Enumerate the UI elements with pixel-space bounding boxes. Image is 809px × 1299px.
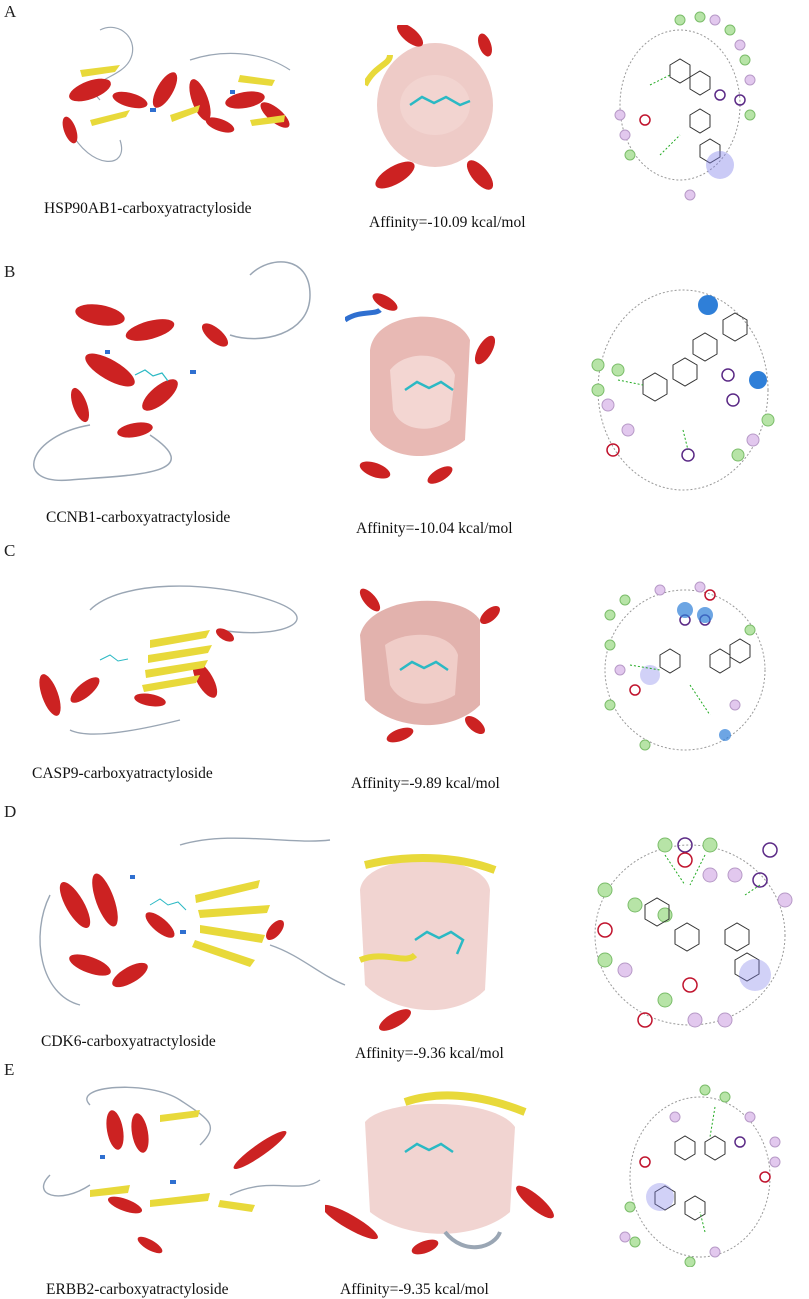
interaction-diagram-a	[614, 11, 756, 201]
binding-pocket-a	[365, 25, 494, 190]
affinity-label-e: Affinity=-9.35 kcal/mol	[340, 1281, 489, 1298]
affinity-label-a: Affinity=-10.09 kcal/mol	[369, 214, 526, 231]
panel-label-c: C	[4, 541, 16, 560]
interaction-diagram-e	[619, 1084, 781, 1267]
complex-label-c: CASP9-carboxyatractyloside	[32, 765, 213, 782]
panel-label-a: A	[4, 2, 17, 21]
protein-structure-e	[42, 1086, 321, 1254]
complex-label-b: CCNB1-carboxyatractyloside	[46, 509, 231, 526]
affinity-label-c: Affinity=-9.89 kcal/mol	[351, 775, 500, 792]
panel-label-e: E	[4, 1060, 15, 1079]
interaction-diagram-c	[604, 581, 766, 751]
affinity-label-d: Affinity=-9.36 kcal/mol	[355, 1045, 504, 1062]
complex-label-d: CDK6-carboxyatractyloside	[41, 1033, 216, 1050]
complex-label-a: HSP90AB1-carboxyatractyloside	[44, 200, 252, 217]
affinity-label-b: Affinity=-10.04 kcal/mol	[356, 520, 513, 537]
protein-structure-b	[33, 261, 311, 482]
panel-label-b: B	[4, 262, 16, 281]
binding-pocket-b	[345, 293, 495, 484]
binding-pocket-e	[325, 1091, 554, 1255]
complex-label-e: ERBB2-carboxyatractyloside	[46, 1281, 229, 1298]
binding-pocket-d	[358, 854, 497, 1031]
binding-pocket-c	[359, 588, 500, 743]
protein-structure-a	[62, 26, 291, 162]
interaction-diagram-b	[591, 289, 775, 491]
protein-structure-c	[39, 585, 298, 735]
protein-structure-d	[39, 837, 346, 1006]
interaction-diagram-d	[594, 837, 793, 1028]
panel-label-d: D	[4, 802, 17, 821]
